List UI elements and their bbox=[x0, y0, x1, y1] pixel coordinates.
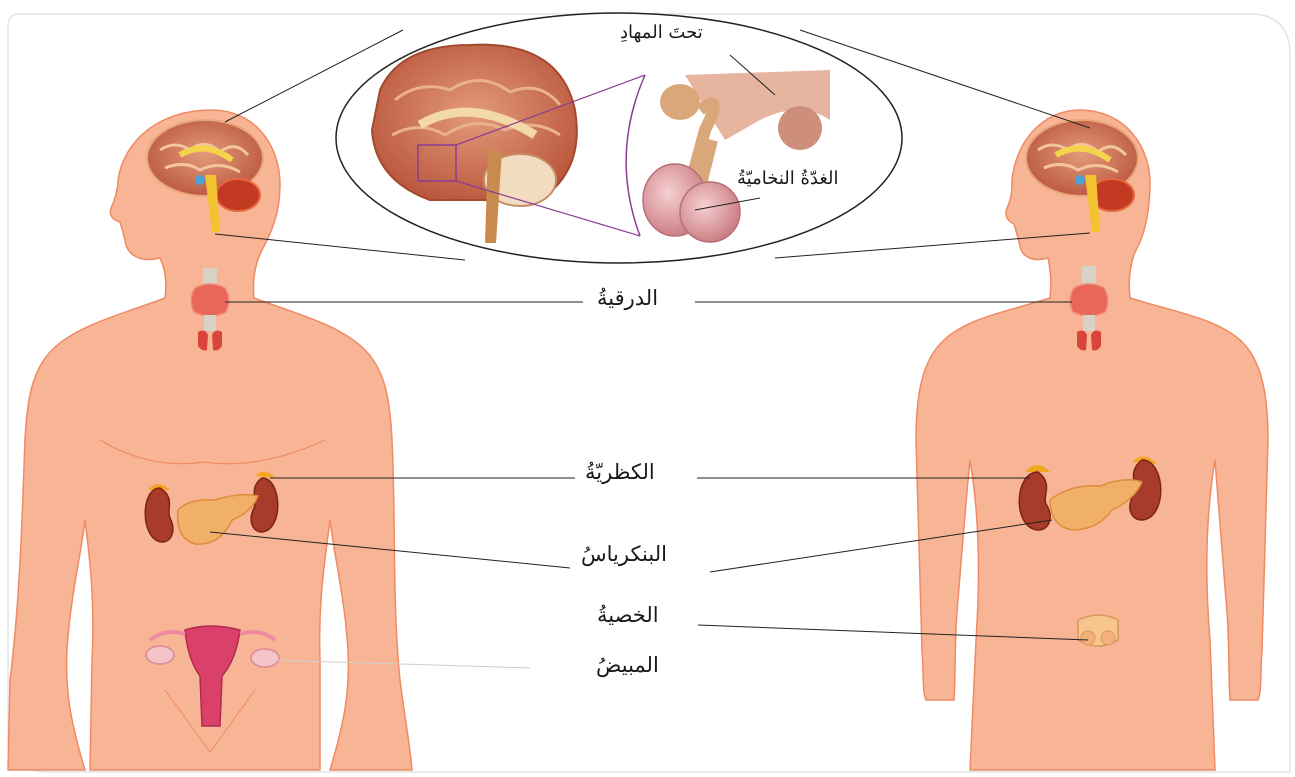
label-ovary: المبيضُ bbox=[596, 655, 659, 676]
label-pituitary-gland: الغدّةُ النخاميّةُ bbox=[737, 170, 839, 188]
label-hypothalamus: تحتَ المهادِ bbox=[620, 24, 703, 42]
testis-icon bbox=[1078, 615, 1118, 646]
label-pancreas: البنكرياسُ bbox=[581, 544, 667, 565]
label-thyroid: الدرقيةُ bbox=[597, 288, 658, 309]
label-testis: الخصيةُ bbox=[597, 605, 659, 626]
label-adrenal-gland: الكظريّةُ bbox=[585, 462, 655, 483]
